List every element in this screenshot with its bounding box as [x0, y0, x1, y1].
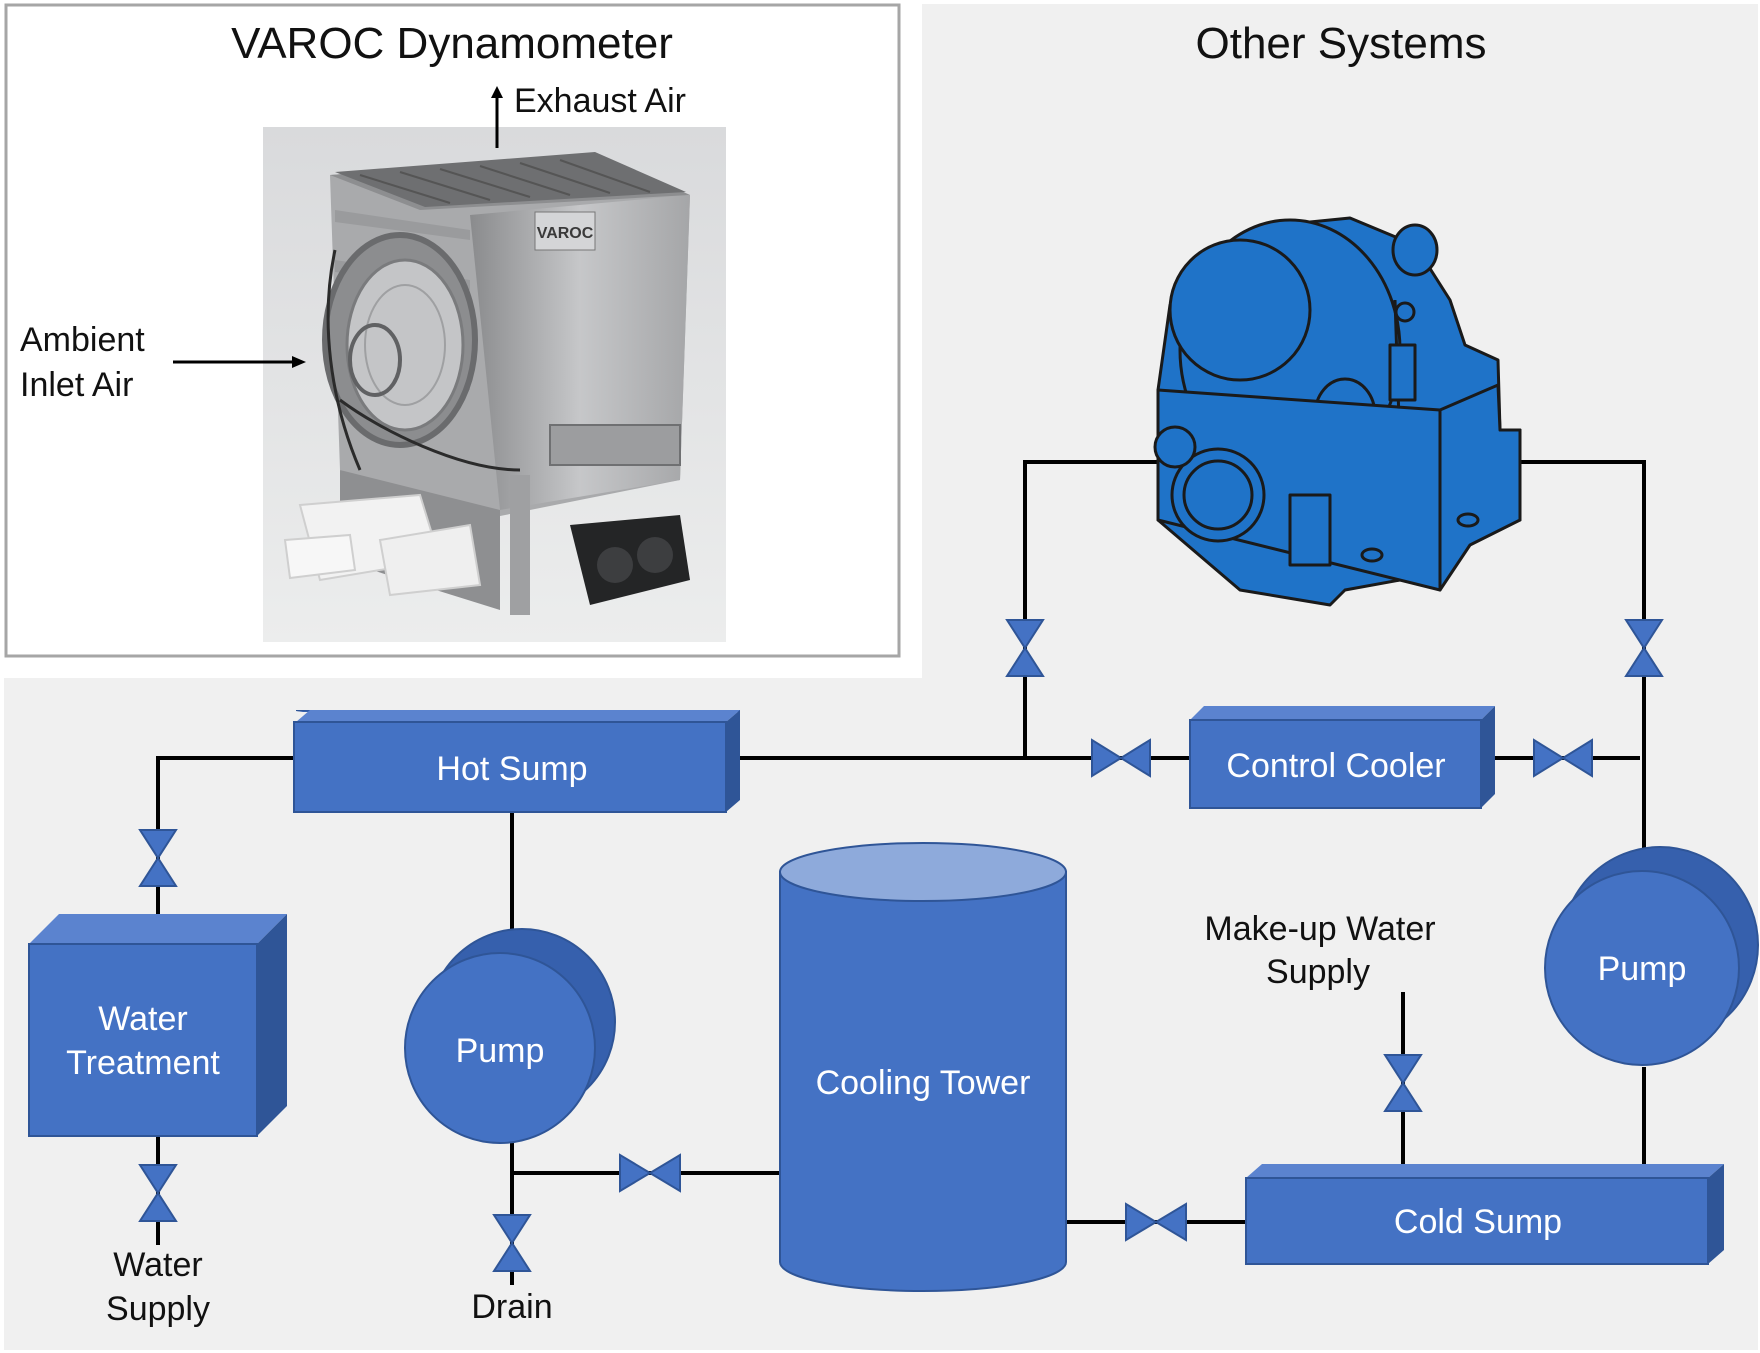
- valve-drain[interactable]: [492, 1214, 532, 1272]
- pump-right[interactable]: Pump: [1544, 846, 1759, 1066]
- valve-cooling-tower-inlet[interactable]: [619, 1153, 681, 1193]
- cooling-tower[interactable]: Cooling Tower: [779, 842, 1067, 1292]
- valve-control-cooler-inlet[interactable]: [1091, 738, 1151, 778]
- exhaust-air-label: Exhaust Air: [514, 82, 686, 120]
- cooling-tower-label: Cooling Tower: [816, 1064, 1031, 1102]
- water-supply-label-1: Water: [113, 1246, 202, 1284]
- cold-sump-label: Cold Sump: [1394, 1203, 1562, 1241]
- valve-engine-left[interactable]: [1005, 619, 1045, 677]
- water-treatment[interactable]: Water Treatment: [28, 914, 287, 1137]
- exhaust-arrow: [491, 86, 503, 148]
- makeup-water-label-1: Make-up Water: [1204, 910, 1435, 948]
- valve-water-supply[interactable]: [138, 1164, 178, 1222]
- drain-label: Drain: [471, 1288, 552, 1326]
- hot-sump[interactable]: Hot Sump: [293, 710, 740, 813]
- hot-sump-label: Hot Sump: [436, 750, 587, 788]
- pump-right-label: Pump: [1598, 950, 1687, 988]
- dynamometer-title: VAROC Dynamometer: [231, 19, 673, 68]
- water-treatment-label-2: Treatment: [66, 1044, 220, 1082]
- inlet-arrow: [173, 356, 306, 368]
- valve-cold-sump-inlet[interactable]: [1125, 1202, 1187, 1242]
- control-cooler-label: Control Cooler: [1226, 747, 1445, 785]
- valve-control-cooler-outlet[interactable]: [1533, 738, 1593, 778]
- pump-left-label: Pump: [456, 1032, 545, 1070]
- ambient-inlet-label-2: Inlet Air: [20, 366, 133, 404]
- ambient-inlet-label-1: Ambient: [20, 321, 145, 359]
- water-supply-label-2: Supply: [106, 1290, 210, 1328]
- dynamometer-photo: VAROC: [263, 127, 726, 642]
- pump-left[interactable]: Pump: [404, 928, 616, 1144]
- nameplate-text: VAROC: [537, 225, 594, 242]
- cold-sump[interactable]: Cold Sump: [1245, 1164, 1724, 1265]
- control-cooler[interactable]: Control Cooler: [1189, 706, 1495, 809]
- other-systems-title: Other Systems: [1196, 19, 1487, 68]
- engine-icon: [1153, 216, 1522, 607]
- makeup-water-label-2: Supply: [1266, 953, 1370, 991]
- valve-makeup-water[interactable]: [1383, 1054, 1423, 1112]
- water-treatment-label-1: Water: [98, 1000, 187, 1038]
- valve-water-treatment-inlet[interactable]: [138, 829, 178, 887]
- valve-engine-right[interactable]: [1624, 619, 1664, 677]
